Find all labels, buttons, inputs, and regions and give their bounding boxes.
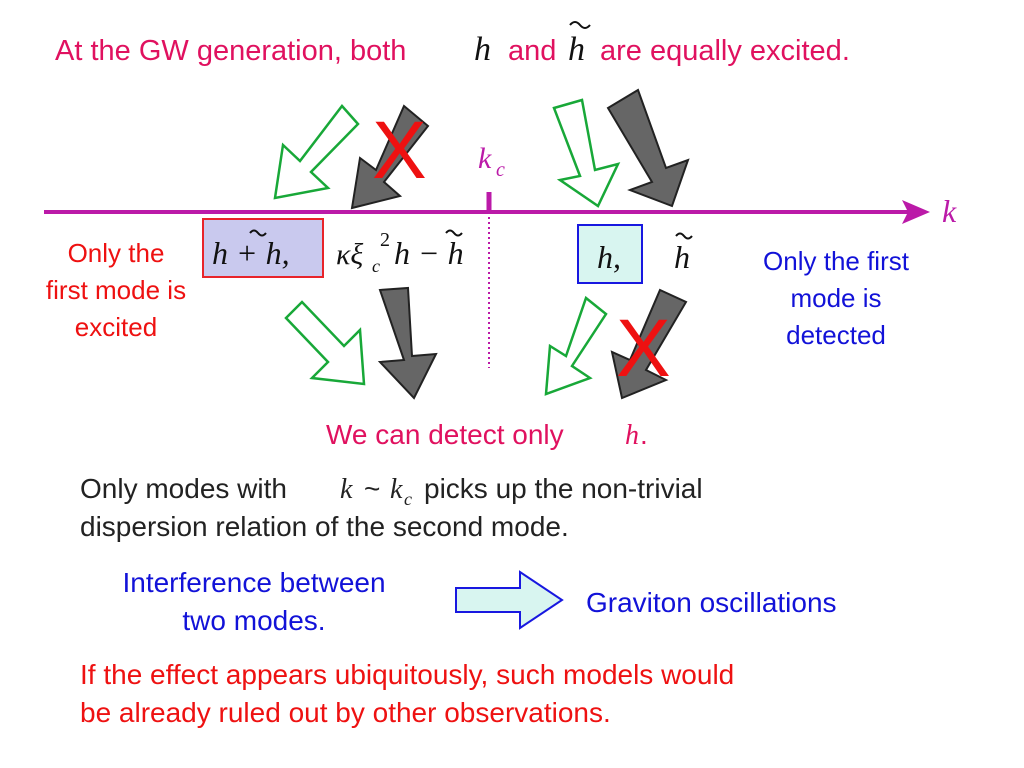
blocked-x-mark-right: X [616, 303, 671, 394]
detect-line: We can detect only h . [326, 419, 648, 451]
left-first-mode-label: h + h, [212, 235, 290, 271]
body-paragraph: Only modes with k ~ k c picks up the non… [80, 473, 703, 542]
left-note-line-1: Only the [68, 238, 165, 268]
body-line-1-post: picks up the non-trivial [424, 473, 703, 504]
body-line-1-kc: k [390, 474, 403, 505]
kc-label-k: k [478, 142, 492, 175]
header-text-and: and [508, 35, 556, 67]
body-line-1-tilde: ~ [364, 473, 380, 504]
left-note-line-3: excited [75, 312, 157, 342]
header-text-2: are equally excited. [600, 35, 850, 67]
first-mode-box-left [202, 218, 324, 278]
left-second-mode-tilde [445, 229, 463, 237]
k-axis-label: k [942, 193, 957, 229]
footer-line-2: be already ruled out by other observatio… [80, 697, 611, 728]
lower-left-gray-arrow [377, 286, 438, 400]
footer-line-1: If the effect appears ubiquitously, such… [80, 659, 734, 690]
lower-right-green-arrow [544, 295, 608, 396]
implies-arrow [455, 570, 564, 630]
right-note-line-3: detected [786, 320, 886, 350]
interference-line-1: Interference between [122, 567, 385, 598]
header-h-tilde-symbol: h [568, 31, 585, 68]
right-first-mode-label: h, [597, 239, 621, 275]
left-second-mode-subscript: c [372, 256, 380, 276]
upper-right-green-arrow [552, 98, 621, 208]
left-note-line-2: first mode is [46, 275, 186, 305]
upper-left-green-arrow [273, 104, 360, 200]
left-first-mode-tilde [249, 229, 267, 237]
kc-label-subscript: c [496, 159, 505, 181]
right-note-line-1: Only the first [763, 246, 910, 276]
first-mode-box-right [577, 224, 643, 284]
lower-right-gray-arrow [610, 288, 688, 400]
header-tilde-mark [569, 21, 591, 29]
left-second-mode-rest: h − h [394, 235, 464, 271]
lower-left-green-arrow [284, 300, 366, 386]
body-line-1-pre: Only modes with [80, 473, 287, 504]
left-note: Only the first mode is excited [46, 238, 186, 342]
right-second-mode-tilde [675, 232, 693, 240]
left-second-mode-superscript: 2 [380, 229, 390, 251]
body-line-1-kc-sub: c [404, 489, 412, 509]
interference-line-2: two modes. [182, 605, 325, 636]
header-line: At the GW generation, both h and h are e… [55, 21, 850, 68]
left-mode-labels: h + h, κξ c 2 h − h [212, 229, 464, 276]
right-note-line-2: mode is [790, 283, 881, 313]
detect-line-text: We can detect only [326, 419, 564, 450]
footer-note: If the effect appears ubiquitously, such… [80, 659, 734, 728]
right-second-mode-label: h [674, 239, 690, 275]
graviton-oscillations-label: Graviton oscillations [586, 587, 837, 618]
blocked-x-mark-left: X [372, 105, 427, 196]
k-axis-arrowhead [902, 200, 930, 224]
upper-right-gray-arrow [606, 88, 690, 208]
right-mode-labels: h, h [597, 232, 693, 275]
upper-left-gray-arrow [350, 104, 430, 210]
k-axis: k k c [44, 142, 957, 368]
detect-line-period: . [640, 419, 648, 450]
left-second-mode-kappa-xi: κξ [336, 238, 363, 271]
right-note: Only the first mode is detected [763, 246, 910, 350]
header-h-symbol: h [474, 31, 491, 68]
body-line-2: dispersion relation of the second mode. [80, 511, 569, 542]
body-line-1-k: k [340, 474, 353, 505]
detect-line-h: h [625, 420, 639, 451]
interference-row: Interference between two modes. Graviton… [122, 567, 836, 636]
header-text-1: At the GW generation, both [55, 35, 406, 67]
